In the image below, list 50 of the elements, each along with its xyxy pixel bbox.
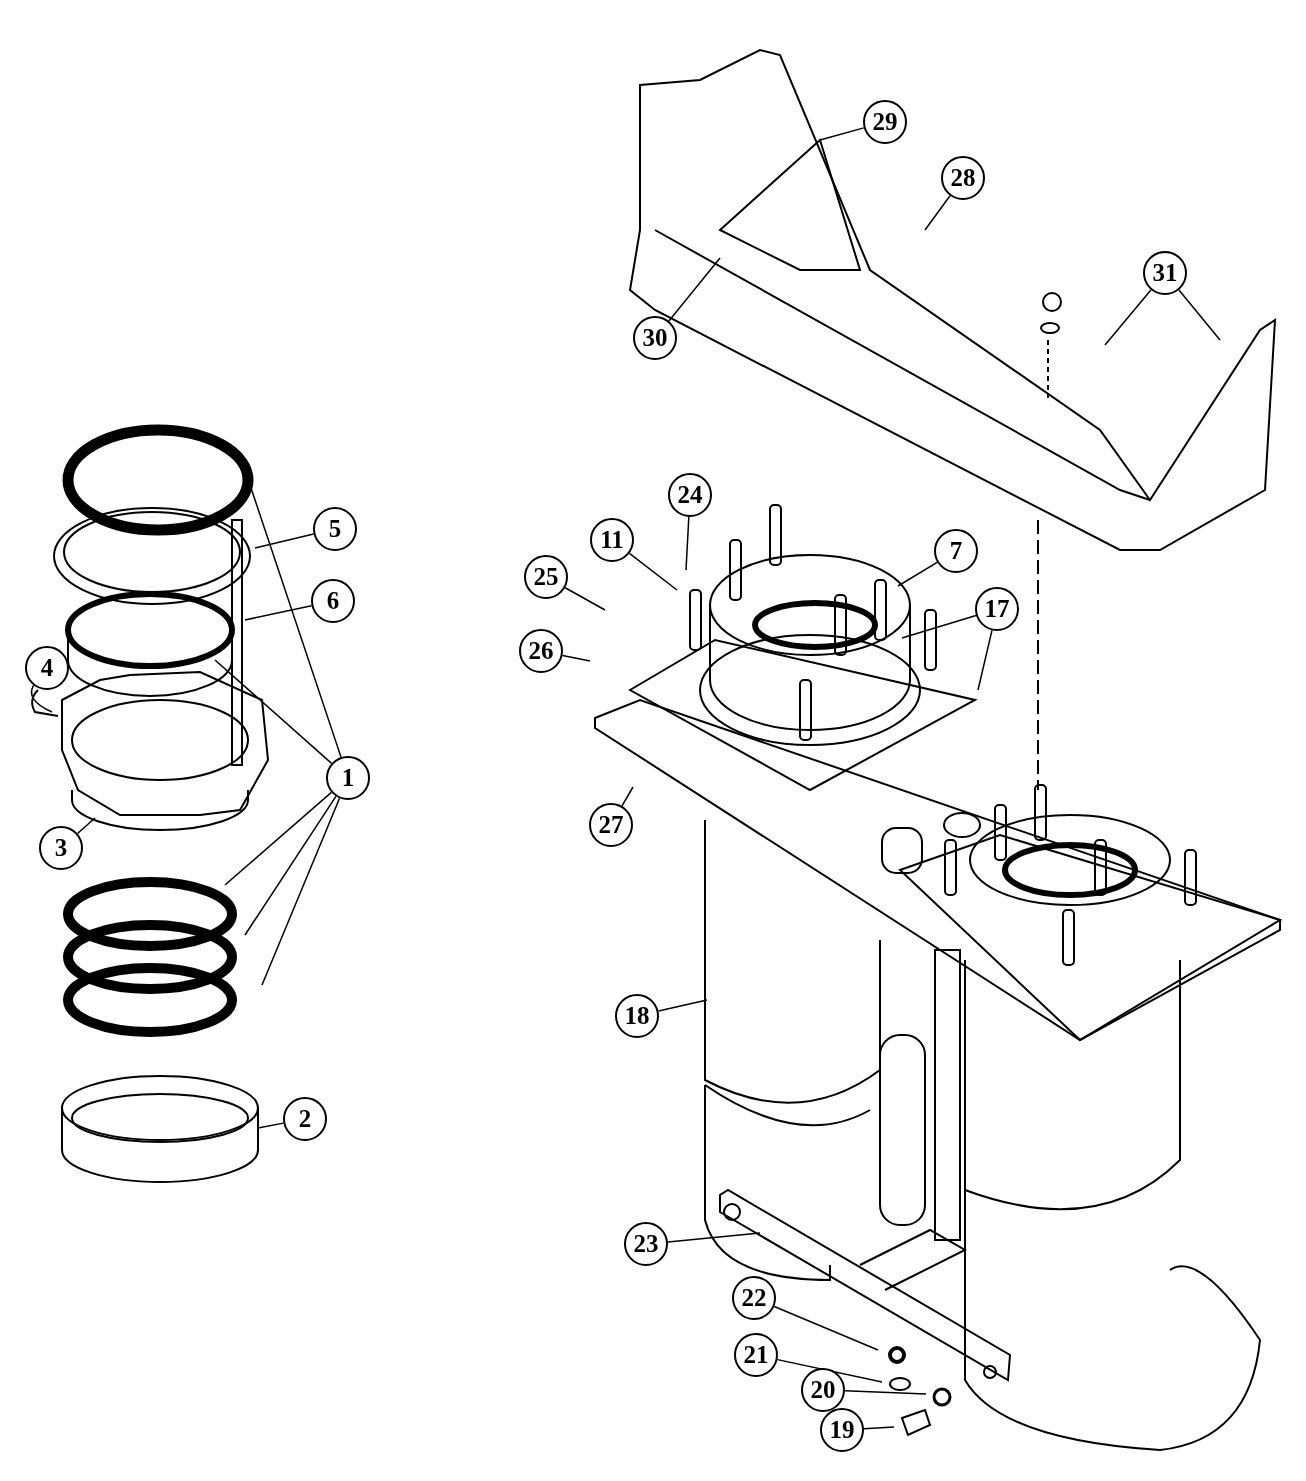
callout-number: 4 — [25, 646, 69, 690]
leader-line — [261, 797, 341, 986]
leader-line — [254, 533, 315, 549]
callout-number: 7 — [934, 529, 978, 573]
callout-number: 31 — [1143, 251, 1187, 295]
leader-line — [924, 195, 951, 231]
leader-line — [561, 654, 591, 662]
callout-number: 2 — [283, 1097, 327, 1141]
callout-number: 28 — [941, 156, 985, 200]
callout-number: 21 — [734, 1333, 778, 1377]
leader-line — [657, 999, 708, 1012]
callout-number: 22 — [732, 1276, 776, 1320]
leader-line — [685, 516, 690, 571]
callout-number: 23 — [624, 1222, 668, 1266]
leader-line — [897, 561, 938, 587]
leader-line — [773, 1305, 879, 1351]
callout-number: 19 — [820, 1408, 864, 1452]
leader-line — [621, 786, 634, 807]
leader-line — [668, 257, 721, 322]
callout-number: 5 — [313, 507, 357, 551]
leader-line — [257, 1122, 285, 1129]
leader-line — [819, 127, 865, 141]
leader-line — [30, 684, 53, 713]
leader-line — [214, 659, 333, 765]
leader-line — [667, 1232, 761, 1243]
leader-line — [901, 614, 977, 639]
leader-line — [224, 791, 333, 886]
callout-number: 17 — [975, 587, 1019, 631]
callout-number: 25 — [524, 555, 568, 599]
leader-line — [1104, 289, 1152, 346]
callout-number: 26 — [519, 629, 563, 673]
leader-line — [76, 817, 96, 835]
callout-number: 3 — [39, 826, 83, 870]
callout-number: 29 — [863, 100, 907, 144]
leader-line — [863, 1426, 895, 1430]
callout-number: 30 — [633, 316, 677, 360]
callout-number: 24 — [668, 473, 712, 517]
callout-number: 1 — [326, 756, 370, 800]
callout-number: 6 — [311, 579, 355, 623]
leader-line — [244, 604, 313, 621]
leader-line — [844, 1390, 927, 1395]
callout-number: 27 — [589, 803, 633, 847]
callout-number: 20 — [801, 1368, 845, 1412]
callout-number: 11 — [590, 518, 634, 562]
leader-line — [977, 629, 993, 691]
callout-number: 18 — [615, 994, 659, 1038]
leader-line — [628, 552, 678, 591]
leader-line — [564, 587, 606, 611]
leader-line — [244, 795, 337, 936]
leader-line — [1178, 289, 1221, 341]
